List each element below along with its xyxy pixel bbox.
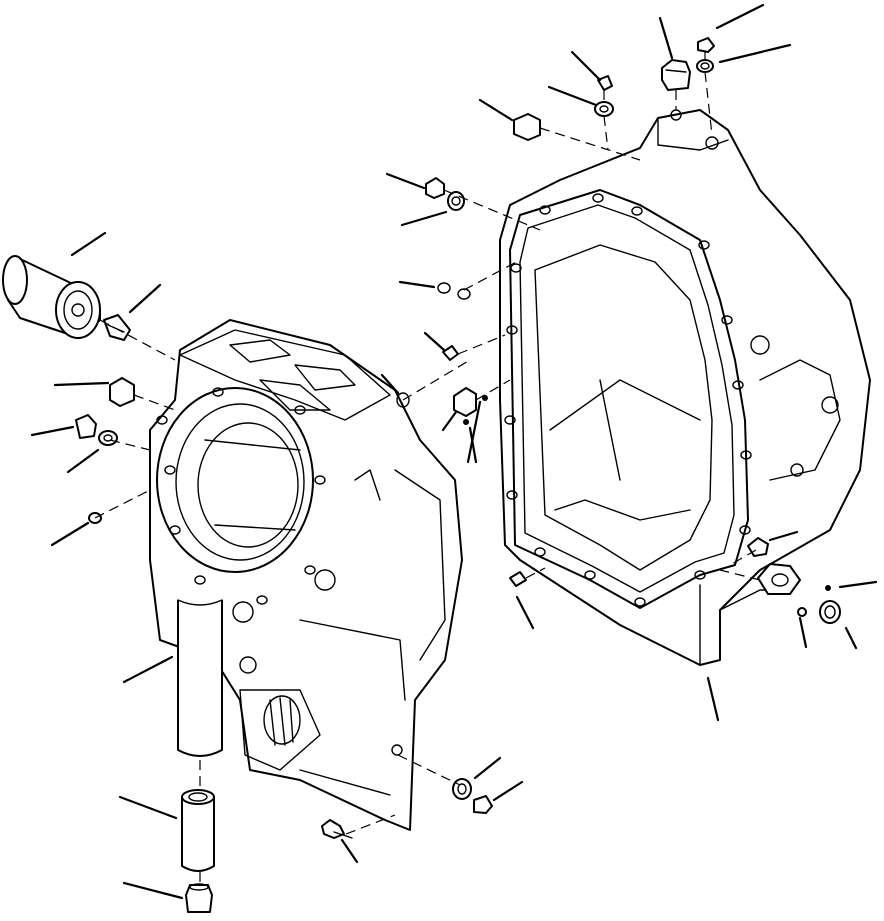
callout-leaders xyxy=(30,3,878,900)
plug-bottom xyxy=(473,795,493,814)
assembly-centerlines xyxy=(94,52,761,884)
cap-plug xyxy=(185,883,213,913)
oil-filter xyxy=(2,255,101,339)
washer-top-2 xyxy=(696,59,714,73)
cap-right xyxy=(819,600,841,624)
plug-mid-1 xyxy=(425,177,445,199)
washer-left xyxy=(98,430,118,446)
flange-bolt-holes xyxy=(504,193,752,607)
washer-bottom xyxy=(452,778,472,800)
dowel-pin-2 xyxy=(509,571,527,587)
screw-top-2 xyxy=(697,37,715,53)
cap-top xyxy=(661,59,691,91)
washer-mid-1 xyxy=(447,191,465,211)
washer-top-1 xyxy=(594,101,614,117)
cover-bolt-holes xyxy=(156,387,326,605)
plug-mid-2 xyxy=(453,387,488,425)
dowel-pin-1 xyxy=(442,345,459,361)
screw-top-1 xyxy=(597,75,613,91)
bolt-bottom xyxy=(321,819,353,839)
filter-nipple xyxy=(103,314,131,341)
plug-left-2 xyxy=(75,414,97,439)
sleeve xyxy=(181,789,215,872)
cover-plate-right xyxy=(757,563,801,595)
ball-right xyxy=(797,585,831,617)
plug-top-1 xyxy=(513,113,541,141)
plug-left-1 xyxy=(109,377,135,407)
transmission-housing xyxy=(499,109,871,666)
suction-tube xyxy=(177,599,223,757)
orings-mid xyxy=(396,282,471,408)
front-cover-housing xyxy=(149,319,463,831)
